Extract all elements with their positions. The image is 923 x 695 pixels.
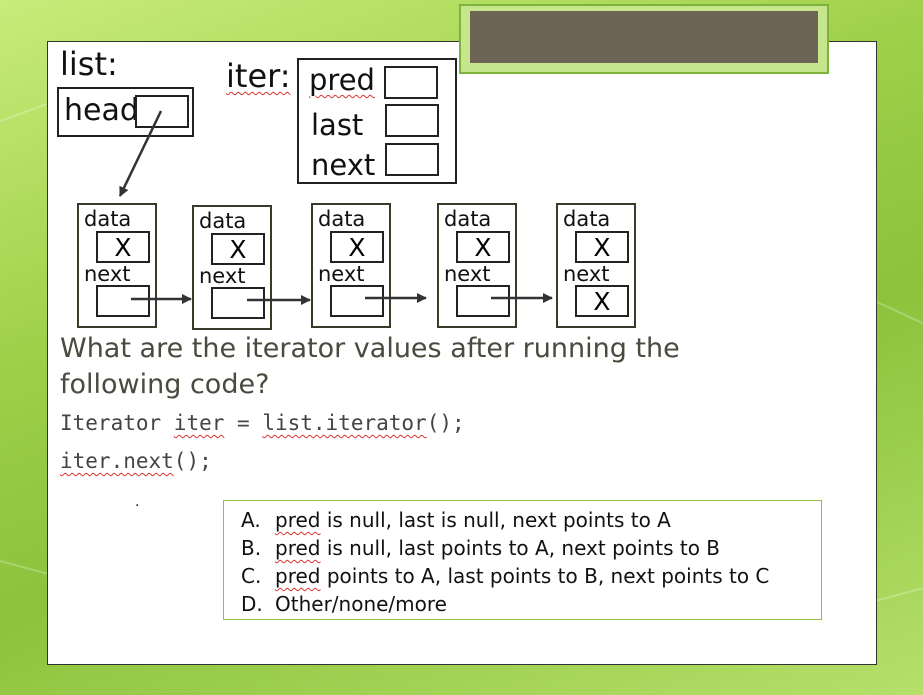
answer-text: Other/none/more (275, 592, 447, 616)
iter-field-next: next (311, 148, 376, 182)
node-data-label: data (199, 209, 247, 233)
iter-field-last: last (311, 108, 364, 142)
list-node-3: data X next (311, 203, 391, 328)
node-data-label: data (84, 207, 132, 231)
code-line-2: iter.next(); (60, 451, 212, 472)
answer-letter: D. (241, 592, 263, 616)
answer-text: points to A, last points to B, next poin… (320, 564, 770, 588)
list-node-2: data X next (192, 205, 272, 330)
title-placeholder (459, 4, 829, 74)
node-next-cell (456, 285, 510, 317)
node-data-cell: X (330, 231, 384, 263)
answer-keyword: pred (275, 564, 321, 588)
node-next-cell: X (575, 285, 629, 317)
list-node-4: data X next (437, 203, 517, 328)
node-data-label: data (318, 207, 366, 231)
answer-text: is null, last is null, next points to A (320, 508, 671, 532)
node-data-label: data (563, 207, 611, 231)
answer-choice-a[interactable]: A. pred is null, last is null, next point… (241, 510, 671, 530)
iter-next-cell (385, 143, 439, 176)
answer-keyword: pred (275, 536, 321, 560)
node-data-value: X (114, 233, 132, 262)
title-placeholder-fill (470, 11, 818, 63)
node-data-cell: X (575, 231, 629, 263)
node-next-value: X (593, 287, 611, 316)
node-data-value: X (229, 235, 247, 264)
stray-dot: . (135, 494, 140, 510)
question-line-1: What are the iterator values after runni… (60, 333, 680, 364)
node-next-label: next (199, 264, 246, 288)
code-token: (); (426, 411, 465, 435)
node-data-cell: X (96, 231, 150, 263)
code-token: list.iterator (262, 411, 427, 435)
head-label: head (64, 93, 139, 128)
answer-choice-d[interactable]: D. Other/none/more (241, 594, 447, 614)
node-data-cell: X (211, 233, 265, 265)
question-line-2: following code? (60, 369, 270, 400)
code-token: Iterator (60, 411, 174, 435)
node-next-label: next (84, 262, 131, 286)
iter-label: iter: (226, 57, 291, 95)
node-next-cell (211, 287, 265, 319)
answer-letter: B. (241, 536, 262, 560)
answer-choice-c[interactable]: C. pred points to A, last points to B, ne… (241, 566, 769, 586)
list-label: list: (60, 45, 118, 83)
node-next-label: next (444, 262, 491, 286)
head-arrow (118, 110, 163, 197)
answer-letter: C. (241, 564, 262, 588)
answer-keyword: pred (275, 508, 321, 532)
node-data-value: X (348, 233, 366, 262)
node-next-label: next (318, 262, 365, 286)
node-data-cell: X (456, 231, 510, 263)
iter-last-cell (385, 104, 439, 137)
node-data-label: data (444, 207, 492, 231)
node-next-cell (96, 285, 150, 317)
node-next-cell (330, 285, 384, 317)
code-line-1: Iterator iter = list.iterator(); (60, 413, 465, 434)
code-token: = (224, 411, 263, 435)
list-node-5: data X next X (556, 203, 636, 328)
node-data-value: X (593, 233, 611, 262)
code-token: iter (173, 411, 225, 435)
iter-pred-cell (384, 66, 438, 99)
answer-choices-box: A. pred is null, last is null, next point… (223, 500, 822, 620)
code-token: (); (173, 449, 212, 473)
answer-text: is null, last points to A, next points t… (320, 536, 721, 560)
code-token: iter.next (60, 449, 174, 473)
iter-field-pred: pred (309, 63, 375, 97)
node-next-label: next (563, 262, 610, 286)
node-data-value: X (474, 233, 492, 262)
list-node-1: data X next (77, 203, 157, 328)
answer-choice-b[interactable]: B. pred is null, last points to A, next p… (241, 538, 720, 558)
answer-letter: A. (241, 508, 261, 532)
